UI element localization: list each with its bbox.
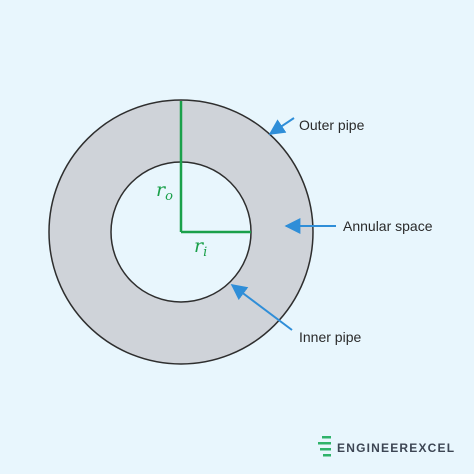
annular-space-label: Annular space [343, 218, 433, 234]
engineerexcel-logo-icon [318, 436, 331, 457]
outer-radius-label: ro [156, 179, 173, 204]
inner-pipe-arrow-icon [230, 284, 293, 331]
outer-pipe-arrow-icon [268, 117, 295, 135]
inner-radius-label: ri [194, 235, 207, 260]
outer-pipe-label: Outer pipe [299, 117, 365, 133]
logo-text: ENGINEEREXCEL [337, 441, 455, 455]
inner-pipe-label: Inner pipe [299, 329, 361, 345]
